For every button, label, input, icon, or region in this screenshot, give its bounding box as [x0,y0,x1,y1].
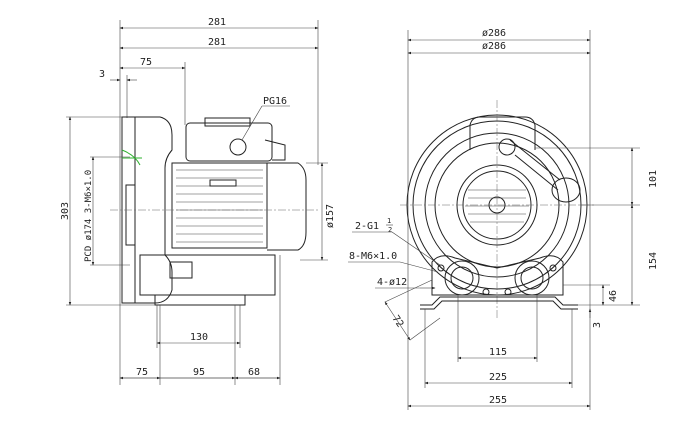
dim-motor-diameter: ø157 [325,204,336,228]
port-label: 2-G1 [355,221,379,232]
dim-281a: 281 [208,17,226,28]
dim-101: 101 [648,170,659,188]
dim-130: 130 [190,332,208,343]
dim-255: 255 [489,395,507,406]
dim-75-top: 75 [140,57,152,68]
hole-label: 4-ø12 [377,277,407,288]
dim-diameter-286b: ø286 [482,41,506,52]
front-view: ø286 ø286 [348,28,659,410]
pcd-label: PCD ø174 3-M6×1.0 [84,170,94,262]
dim-154: 154 [648,252,659,270]
pg16-leader [241,105,263,141]
dim-303: 303 [60,202,71,220]
dim-115: 115 [489,347,507,358]
dim-281b: 281 [208,37,226,48]
dim-diameter-286a: ø286 [482,28,506,39]
bolt-label: 8-M6×1.0 [349,251,397,262]
port-fraction-denominator: 2 [388,226,392,234]
side-view: 281 281 75 3 PG16 [60,17,336,385]
dim-3-flange: 3 [99,69,105,80]
dim-72: 72 [390,314,406,330]
dim-225: 225 [489,372,507,383]
dim-46: 46 [608,290,619,302]
dim-68: 68 [248,367,260,378]
dim-95: 95 [193,367,205,378]
dim-3-foot: 3 [592,322,603,328]
port-fraction-numerator: 1 [387,217,391,225]
dim-75-bottom: 75 [136,367,148,378]
cable-gland-label: PG16 [263,96,287,107]
